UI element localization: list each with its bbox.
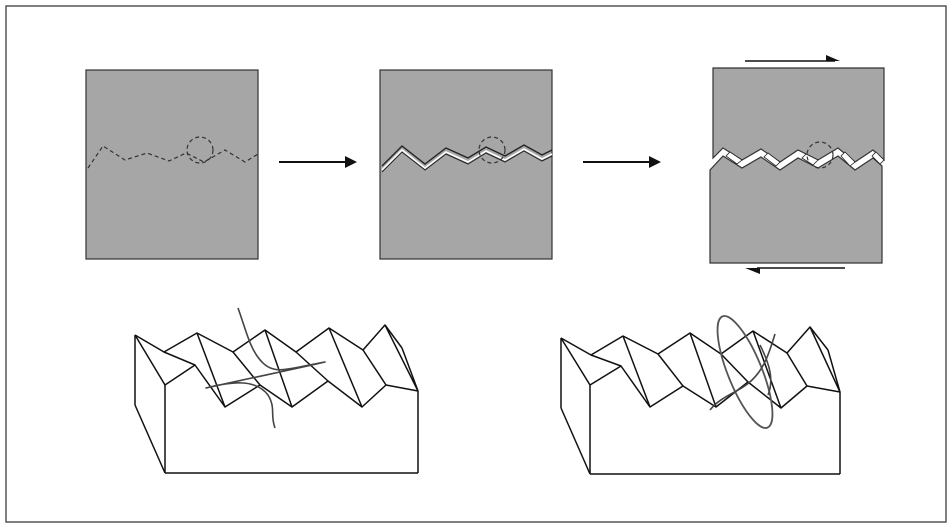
arrow-right-1 <box>279 156 357 168</box>
figure-frame <box>5 5 947 523</box>
sheared-lower-half <box>709 155 883 264</box>
sheared-upper-half <box>712 67 885 163</box>
shear-arrow-top <box>745 55 840 62</box>
opened-crack-block <box>379 69 553 260</box>
intact-block <box>85 69 259 260</box>
intact-block-panel <box>85 69 259 260</box>
crack-detail-circle <box>186 136 214 164</box>
arrow-right-2 <box>583 156 661 168</box>
front-zigzag-edge-b <box>560 337 841 409</box>
shear-gaps <box>725 151 885 167</box>
rough-surface-block-a <box>134 307 419 474</box>
crack-lower-outline <box>381 150 553 173</box>
sheared-block-panel <box>709 55 885 274</box>
fiber-loop-b <box>716 315 774 429</box>
crack-detail-circle <box>806 141 834 169</box>
fiber-strand-a <box>205 307 326 429</box>
opened-crack-panel <box>379 69 553 260</box>
front-zigzag-edge-a <box>134 334 419 408</box>
shear-arrow-bottom <box>745 267 845 274</box>
fiber-strand-b <box>709 333 776 411</box>
crack-lower-face <box>381 148 553 171</box>
rough-surface-block-b <box>560 315 841 475</box>
crack-upper-face <box>381 144 553 167</box>
back-zigzag-edge-b <box>560 326 829 356</box>
dashed-crack-path <box>87 145 259 169</box>
crack-detail-circle <box>478 136 506 164</box>
back-zigzag-edge-a <box>134 324 403 353</box>
